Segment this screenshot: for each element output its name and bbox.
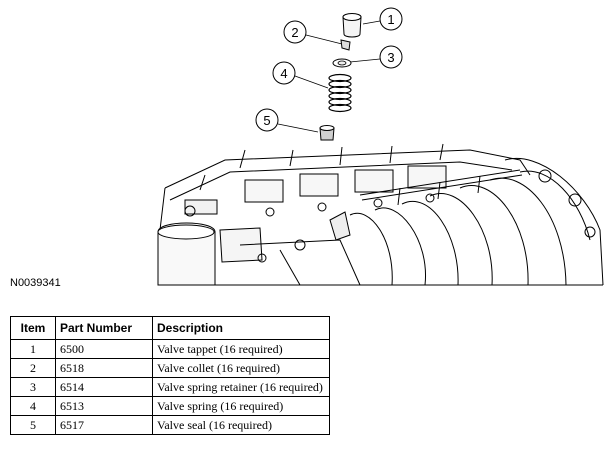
cell-part-number: 6513 [55, 396, 153, 416]
svg-text:5: 5 [263, 113, 270, 128]
figure-id-label: N0039341 [10, 277, 61, 289]
svg-text:1: 1 [387, 12, 394, 27]
valve-spring-retainer-part [332, 58, 352, 68]
header-item: Item [10, 316, 56, 340]
cell-part-number: 6514 [55, 377, 153, 397]
cell-part-number: 6518 [55, 358, 153, 378]
callout-4: 4 [272, 61, 329, 89]
exploded-view-diagram: 1 2 3 4 5 [157, 7, 604, 286]
parts-table: Item Part Number Description 1 6500 Valv… [10, 316, 330, 435]
callout-5: 5 [255, 108, 319, 133]
valve-tappet-part [342, 13, 362, 38]
callout-2: 2 [283, 20, 343, 45]
table-row: 5 6517 Valve seal (16 required) [10, 415, 330, 435]
cell-description: Valve collet (16 required) [152, 358, 330, 378]
table-header-row: Item Part Number Description [10, 316, 330, 340]
valve-collet-part [340, 39, 351, 51]
cell-part-number: 6500 [55, 339, 153, 359]
cell-description: Valve seal (16 required) [152, 415, 330, 435]
cell-item: 2 [10, 358, 56, 378]
valve-spring-part [328, 73, 352, 113]
cell-item: 5 [10, 415, 56, 435]
callout-1: 1 [362, 7, 403, 31]
cell-part-number: 6517 [55, 415, 153, 435]
svg-text:3: 3 [387, 50, 394, 65]
table-row: 3 6514 Valve spring retainer (16 require… [10, 377, 330, 397]
cylinder-head-illustration [157, 143, 604, 286]
cell-description: Valve spring (16 required) [152, 396, 330, 416]
svg-text:4: 4 [280, 66, 287, 81]
cell-description: Valve spring retainer (16 required) [152, 377, 330, 397]
svg-text:2: 2 [291, 25, 298, 40]
table-row: 1 6500 Valve tappet (16 required) [10, 339, 330, 359]
header-part-number: Part Number [55, 316, 153, 340]
cell-item: 3 [10, 377, 56, 397]
cell-item: 1 [10, 339, 56, 359]
cell-description: Valve tappet (16 required) [152, 339, 330, 359]
header-description: Description [152, 316, 330, 340]
cell-item: 4 [10, 396, 56, 416]
table-row: 4 6513 Valve spring (16 required) [10, 396, 330, 416]
valve-seal-part [319, 125, 335, 141]
callout-3: 3 [349, 45, 403, 69]
table-row: 2 6518 Valve collet (16 required) [10, 358, 330, 378]
